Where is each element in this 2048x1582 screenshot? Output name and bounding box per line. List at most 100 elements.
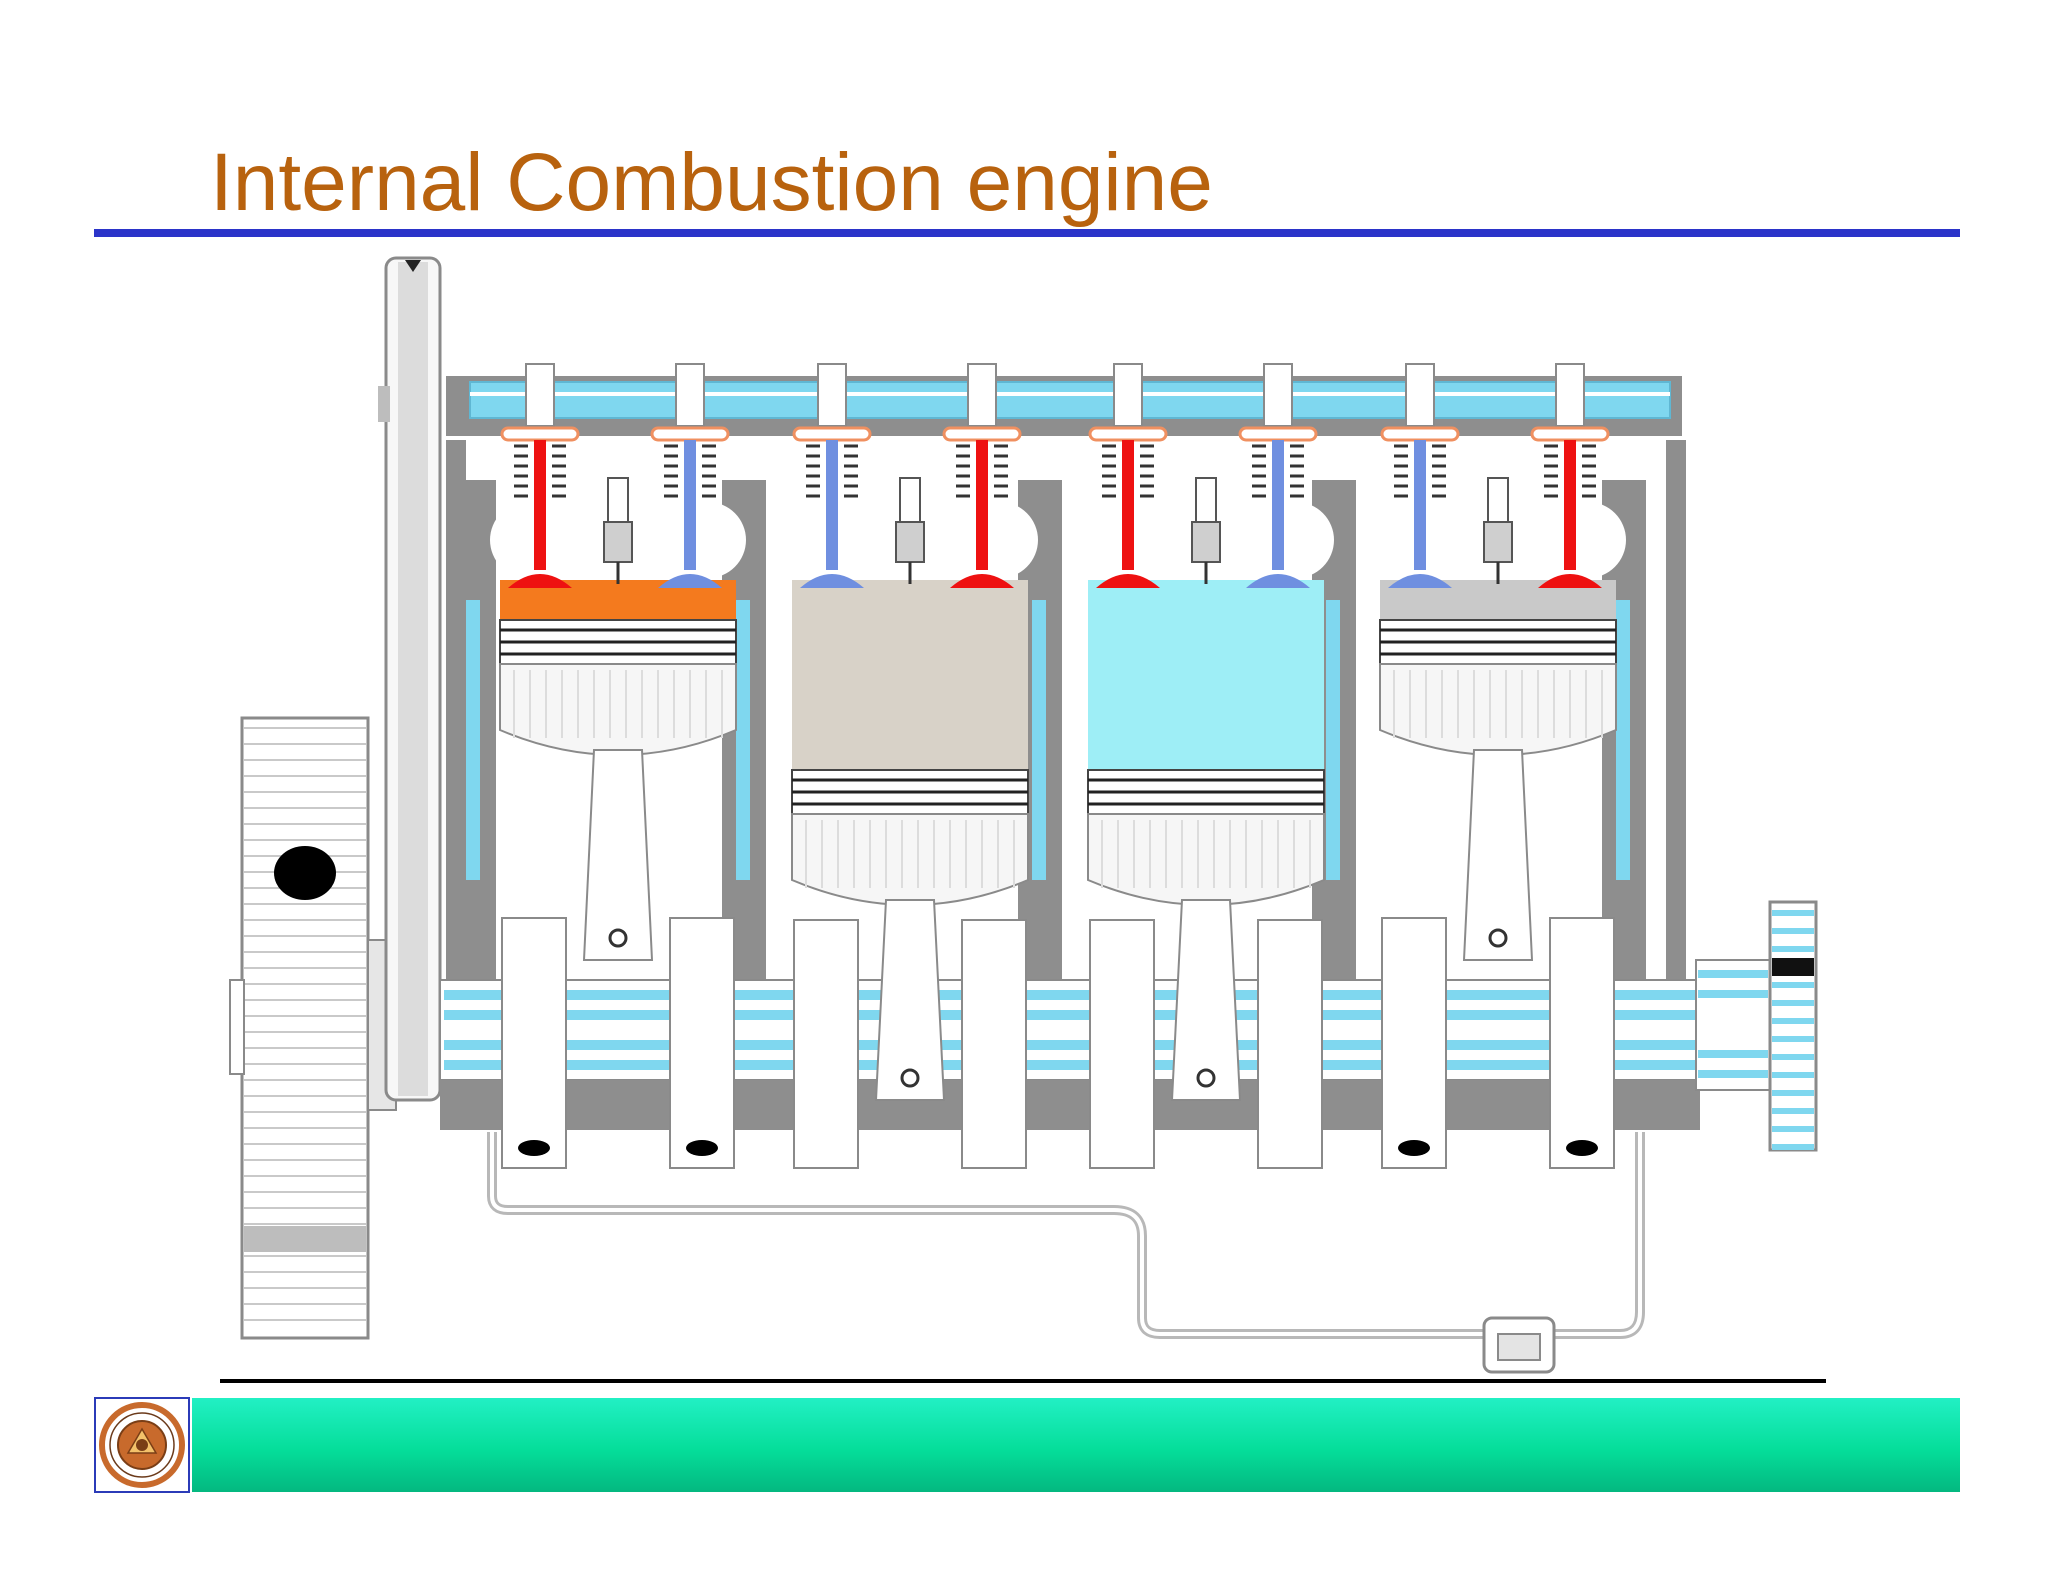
crank-pulley-groove: [1772, 1126, 1814, 1132]
valve-lifter: [525, 363, 555, 427]
valve-port: [1370, 502, 1446, 578]
valve-lifter: [675, 363, 705, 427]
piston-skirt: [1379, 663, 1617, 756]
cylinder-2: [782, 363, 1038, 1101]
valve-port: [670, 502, 746, 578]
spark-plug-body: [895, 521, 925, 563]
valve-head: [508, 574, 572, 588]
coolant-channel: [466, 600, 480, 880]
crank-pulley-groove: [1772, 1108, 1814, 1114]
valve-stem: [826, 440, 838, 570]
valve-port: [782, 502, 858, 578]
valve-retainer: [1530, 426, 1610, 442]
coolant-channel: [736, 600, 750, 880]
valve-lifter: [967, 363, 997, 427]
connecting-rod: [874, 899, 946, 1101]
crank-pulley-groove: [1772, 946, 1814, 952]
valve-port: [490, 502, 566, 578]
camshaft: [469, 381, 1671, 419]
crank-pulley-groove: [1772, 982, 1814, 988]
oil-drain-plug-core: [1497, 1333, 1541, 1361]
valve-lifter: [817, 363, 847, 427]
crank-web: [501, 917, 567, 1169]
flywheel-band: [244, 1226, 366, 1252]
combustion-chamber: [1088, 580, 1324, 770]
crank-web: [1381, 917, 1447, 1169]
valve-head: [1388, 574, 1452, 588]
piston-skirt: [499, 663, 737, 756]
oil-line-core: [490, 1132, 1642, 1336]
crank-nose-stripe: [1698, 970, 1768, 978]
valve-stem: [1564, 440, 1576, 570]
main-bearing-stripe: [444, 1040, 1696, 1050]
main-bearing-stripe: [444, 1060, 1696, 1070]
camshaft-collar: [378, 386, 390, 422]
valve-lifter: [1405, 363, 1435, 427]
valve-stem: [1414, 440, 1426, 570]
connecting-rod: [582, 749, 654, 961]
flywheel-hub-stub: [229, 979, 245, 1075]
crank-nose-stripe: [1698, 1050, 1768, 1058]
valve-port: [962, 502, 1038, 578]
valve-retainer: [650, 426, 730, 442]
crank-nose-stripe: [1698, 1070, 1768, 1078]
crank-pulley-groove: [1772, 1000, 1814, 1006]
crank-pulley-groove: [1772, 1072, 1814, 1078]
spark-plug: [1487, 477, 1509, 523]
slide-title: Internal Combustion engine: [210, 137, 1213, 228]
connecting-rod: [1170, 899, 1242, 1101]
valve-stem: [1272, 440, 1284, 570]
valve-lifter: [1113, 363, 1143, 427]
footer-bar: [192, 1398, 1960, 1492]
crank-web-hole: [686, 1140, 718, 1156]
valve-retainer: [1380, 426, 1460, 442]
crank-web-hole: [518, 1140, 550, 1156]
valve-lifter: [1555, 363, 1585, 427]
crank-web: [669, 917, 735, 1169]
flywheel-hole: [274, 846, 336, 900]
block-right-edge: [1666, 440, 1686, 1060]
valve-head: [800, 574, 864, 588]
crank-web: [793, 919, 859, 1169]
valve-retainer: [942, 426, 1022, 442]
spark-plug: [899, 477, 921, 523]
spark-plug-body: [1483, 521, 1513, 563]
valve-retainer: [792, 426, 872, 442]
timing-belt-inner: [398, 262, 428, 1096]
valve-head: [1538, 574, 1602, 588]
cylinder-1: [490, 363, 746, 961]
crank-pulley-groove: [1772, 1036, 1814, 1042]
oil-line: [487, 1132, 1645, 1339]
spark-plug: [1195, 477, 1217, 523]
valve-stem: [684, 440, 696, 570]
logo-box: [94, 1397, 190, 1493]
piston-skirt: [791, 813, 1029, 906]
spark-plug-body: [1191, 521, 1221, 563]
valve-head: [658, 574, 722, 588]
crank-web: [1549, 917, 1615, 1169]
piston-skirt: [1087, 813, 1325, 906]
valve-retainer: [1238, 426, 1318, 442]
valve-head: [950, 574, 1014, 588]
crank-web-hole: [1398, 1140, 1430, 1156]
valve-port: [1078, 502, 1154, 578]
crank-pulley-key: [1772, 958, 1814, 976]
cylinder-4: [1370, 363, 1626, 961]
valve-lifter: [1263, 363, 1293, 427]
crank-nose-stripe: [1698, 990, 1768, 998]
main-bearing-stripe: [444, 990, 1696, 1000]
crank-pulley-groove: [1772, 928, 1814, 934]
crank-web: [1257, 919, 1323, 1169]
crank-pin: [1196, 1068, 1216, 1088]
crank-pin: [900, 1068, 920, 1088]
title-underline: [94, 229, 1960, 237]
valve-retainer: [1088, 426, 1168, 442]
crank-pulley-groove: [1772, 1144, 1814, 1150]
connecting-rod: [1462, 749, 1534, 961]
crank-pulley-groove: [1772, 1054, 1814, 1060]
valve-stem: [976, 440, 988, 570]
spark-plug-body: [603, 521, 633, 563]
crank-web: [1089, 919, 1155, 1169]
valve-port: [1550, 502, 1626, 578]
combustion-chamber: [792, 580, 1028, 770]
